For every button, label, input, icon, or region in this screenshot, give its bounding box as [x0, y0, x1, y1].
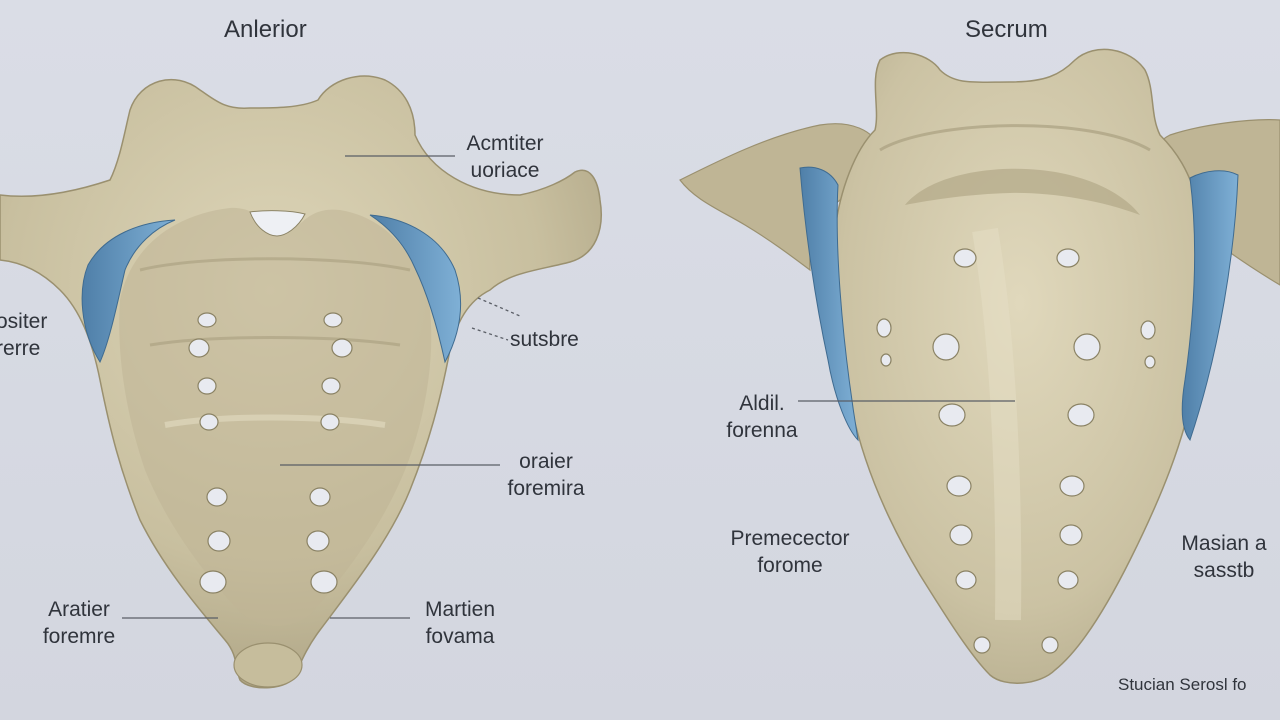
- foramen: [206, 487, 228, 507]
- foramen: [306, 530, 330, 552]
- foramen: [1057, 570, 1079, 590]
- left-sacral-canal: [249, 210, 306, 237]
- foramen: [197, 312, 217, 328]
- foramen: [946, 475, 972, 497]
- foramen: [207, 530, 231, 552]
- right-foramina: [876, 248, 1156, 654]
- foramen: [1144, 355, 1156, 369]
- left-leader-lines: [122, 155, 521, 619]
- foramen: [938, 403, 966, 427]
- foramen: [949, 524, 973, 546]
- label-aldil: Aldil. forenna: [726, 392, 798, 442]
- left-sacrum: [0, 75, 602, 689]
- foramen: [1059, 475, 1085, 497]
- foramen: [309, 487, 331, 507]
- right-title: Secrum: [965, 16, 1048, 43]
- foramen: [1041, 636, 1059, 654]
- foramen: [973, 636, 991, 654]
- foramen: [188, 338, 210, 358]
- foramen: [955, 570, 977, 590]
- foramen: [320, 413, 340, 431]
- label-martien: Martien fovama: [424, 598, 496, 648]
- foramen: [876, 318, 892, 338]
- label-premecector: Premecector forome: [730, 527, 850, 577]
- label-sutsbre: sutsbre: [510, 328, 579, 351]
- foramen: [1059, 524, 1083, 546]
- left-auricular-surface-right: [369, 214, 462, 364]
- left-foramina: [188, 312, 353, 594]
- left-auricular-surface-left: [81, 219, 176, 364]
- label-posterior: ositer rerre: [0, 310, 48, 360]
- label-aratier: Aratier foremre: [42, 598, 116, 648]
- foramen: [1073, 333, 1101, 361]
- foramen: [1067, 403, 1095, 427]
- foramen: [953, 248, 977, 268]
- left-title: Anlerior: [224, 16, 307, 43]
- label-oraier: oraier foremira: [507, 450, 585, 500]
- left-coccyx: [233, 642, 303, 688]
- label-anterior-surface: Acmtiter uoriace: [466, 132, 544, 182]
- footer-caption: Stucian Serosl fo: [1118, 675, 1247, 694]
- label-masian: Masian a sasstb: [1181, 532, 1267, 582]
- right-auricular-surface-left: [799, 166, 859, 442]
- foramen: [199, 413, 219, 431]
- foramen: [197, 377, 217, 395]
- foramen: [331, 338, 353, 358]
- foramen: [880, 353, 892, 367]
- foramen: [310, 570, 338, 594]
- foramen: [199, 570, 227, 594]
- right-sacrum: [679, 48, 1280, 684]
- right-auricular-surface-right: [1181, 170, 1239, 442]
- foramen: [1056, 248, 1080, 268]
- foramen: [323, 312, 343, 328]
- foramen: [932, 333, 960, 361]
- foramen: [1140, 320, 1156, 340]
- foramen: [321, 377, 341, 395]
